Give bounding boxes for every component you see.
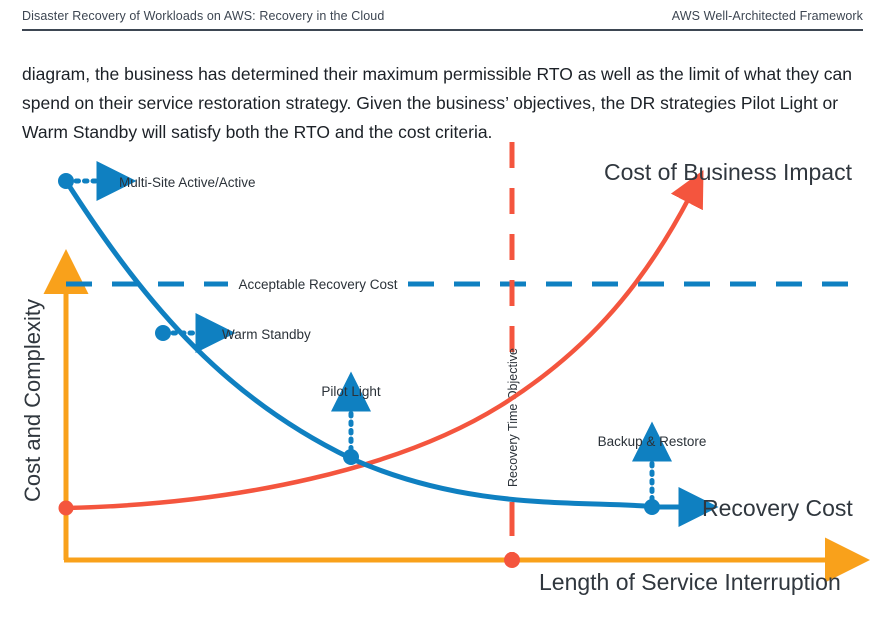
x-axis-label: Length of Service Interruption — [539, 569, 841, 595]
backup-restore-label: Backup & Restore — [598, 434, 707, 449]
cost-of-business-impact-curve — [63, 170, 704, 511]
dr-strategy-chart: Cost and Complexity Length of Service In… — [0, 132, 885, 620]
acceptable-recovery-cost-label: Acceptable Recovery Cost — [238, 277, 397, 292]
pilot-light-dot — [343, 449, 359, 465]
header-framework-name: AWS Well-Architected Framework — [671, 9, 863, 23]
pilot-light-label: Pilot Light — [321, 384, 381, 399]
header-document-title: Disaster Recovery of Workloads on AWS: R… — [22, 9, 385, 23]
cost-of-business-impact-title: Cost of Business Impact — [604, 159, 853, 185]
backup-restore-dot — [644, 499, 660, 515]
recovery-time-objective-label: Recovery Time Objective — [506, 348, 520, 487]
annotation-warm-standby: Warm Standby — [155, 313, 311, 353]
header-divider — [22, 29, 863, 31]
annotation-multi-site: Multi-Site Active/Active — [58, 161, 256, 201]
recovery-cost-curve — [63, 178, 663, 510]
recovery-time-objective-line — [504, 142, 520, 568]
body-paragraph: diagram, the business has determined the… — [22, 63, 852, 142]
warm-standby-label: Warm Standby — [222, 327, 311, 342]
business-impact-origin-dot — [58, 500, 74, 516]
recovery-cost-title: Recovery Cost — [702, 495, 853, 521]
running-header: Disaster Recovery of Workloads on AWS: R… — [0, 0, 885, 32]
annotation-pilot-light: Pilot Light — [321, 371, 381, 465]
multi-site-label: Multi-Site Active/Active — [119, 175, 256, 190]
multi-site-dot — [58, 173, 74, 189]
y-axis-label: Cost and Complexity — [20, 299, 45, 502]
annotation-backup-restore: Backup & Restore — [598, 421, 707, 515]
warm-standby-dot — [155, 325, 171, 341]
rto-axis-marker-dot — [504, 552, 520, 568]
